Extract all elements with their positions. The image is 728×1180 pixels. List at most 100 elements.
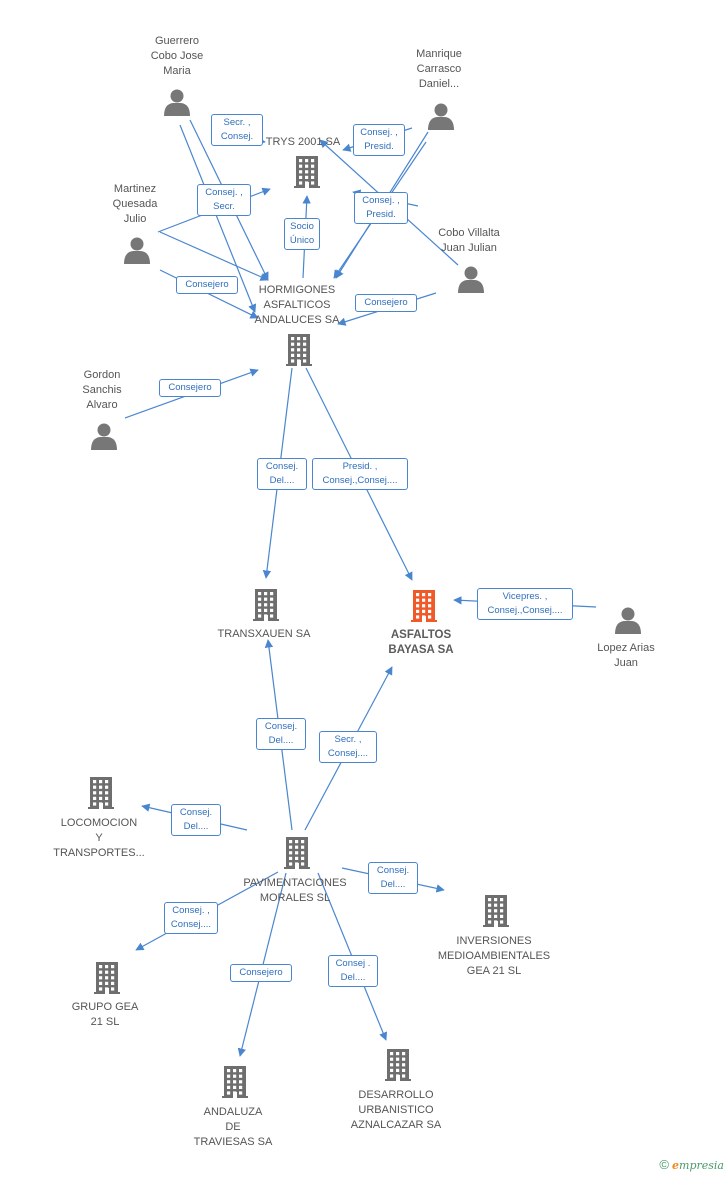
role-label-e11[interactable]: Consej. Del.... — [257, 458, 307, 490]
role-label-line: Consejero — [185, 279, 229, 290]
role-label-e3[interactable]: Consej. ,Secr. — [197, 184, 251, 216]
role-label-line: Consej. — [220, 131, 254, 142]
building-icon[interactable] — [483, 895, 509, 927]
role-label-e4[interactable]: Consej. , Presid. — [354, 192, 408, 224]
role-label-line: Presid. , — [342, 461, 378, 472]
role-label-e13[interactable]: Vicepres. ,Consej.,Consej.... — [477, 588, 573, 620]
node-label-line: GEA 21 SL — [466, 965, 522, 977]
role-label-e9[interactable]: Consejero — [355, 294, 417, 312]
role-label-e10[interactable]: Consejero — [159, 379, 221, 397]
building-icon[interactable] — [222, 1066, 248, 1098]
role-label-line: Presid. — [366, 209, 396, 220]
role-label-line: Consejero — [168, 382, 212, 393]
role-label-line: Del.... — [183, 821, 209, 832]
node-label-line: ANDALUZA — [203, 1106, 263, 1118]
node-label-line: LOCOMOCION — [60, 817, 138, 829]
node-label-line: Juan — [614, 657, 638, 669]
node-label-line: Maria — [163, 65, 191, 77]
node-label-line: DE — [225, 1121, 241, 1133]
person-icon[interactable] — [124, 237, 150, 265]
node-label-line: Gordon — [83, 369, 121, 381]
node-label-andaluza[interactable]: ANDALUZA DE TRAVIESAS SA — [194, 1105, 273, 1150]
role-label-e18[interactable]: Consej. ,Consej.... — [164, 902, 218, 934]
role-label-e20[interactable]: Consej .Del.... — [328, 955, 378, 987]
role-label-line: Secr. , — [334, 734, 362, 745]
person-icon[interactable] — [615, 607, 641, 635]
role-label-e7[interactable]: Consejero — [176, 276, 238, 294]
role-label-line: Consej. , — [205, 187, 243, 198]
role-label-line: Consej. — [179, 807, 213, 818]
node-label-line: DESARROLLO — [358, 1089, 434, 1101]
node-label-line: TRAVIESAS SA — [193, 1136, 273, 1148]
building-icon[interactable] — [253, 589, 279, 621]
node-label-line: AZNALCAZAR SA — [350, 1119, 442, 1131]
node-label-trys[interactable]: TRYS 2001 SA — [266, 135, 340, 150]
node-label-line: BAYASA SA — [388, 644, 454, 656]
role-label-line: Consej.,Consej.... — [322, 475, 398, 486]
node-label-line: INVERSIONES — [456, 935, 532, 947]
icons-layer — [88, 89, 641, 1098]
node-label-line: Lopez Arias — [597, 642, 655, 654]
role-label-line: Consej. — [265, 461, 299, 472]
role-label-line: Consej. — [376, 865, 410, 876]
edge-martinez-to-trys — [159, 231, 269, 281]
node-label-line: 21 SL — [90, 1016, 120, 1028]
role-label-e14[interactable]: Consej. Del.... — [256, 718, 306, 750]
role-label-line: Socio — [290, 221, 314, 232]
person-icon[interactable] — [164, 89, 190, 117]
building-icon[interactable] — [94, 962, 120, 994]
role-label-line: Del.... — [269, 475, 295, 486]
node-label-line: MEDIOAMBIENTALES — [437, 950, 551, 962]
role-label-line: Consej.,Consej.... — [487, 605, 563, 616]
role-label-e16[interactable]: Consej. Del.... — [171, 804, 221, 836]
person-icon[interactable] — [428, 103, 454, 131]
role-label-e1[interactable]: Secr. , Consej. — [211, 114, 263, 146]
role-label-e15[interactable]: Secr. , Consej.... — [319, 731, 377, 763]
role-label-line: Consej.... — [170, 919, 212, 930]
node-label-line: Juan Julian — [441, 242, 497, 254]
node-label-line: Daniel... — [418, 78, 460, 90]
building-icon[interactable] — [411, 590, 437, 622]
person-icon[interactable] — [458, 266, 484, 294]
node-label-inversiones[interactable]: INVERSIONES MEDIOAMBIENTALES GEA 21 SL — [438, 934, 550, 979]
role-label-line: Secr. , — [223, 117, 251, 128]
role-label-e2[interactable]: Consej. ,Presid. — [353, 124, 405, 156]
role-label-e17[interactable]: Consej.Del.... — [368, 862, 418, 894]
role-label-line: Del.... — [268, 735, 294, 746]
node-label-line: GRUPO GEA — [71, 1001, 139, 1013]
node-label-line: TRYS 2001 SA — [265, 136, 341, 148]
building-icon[interactable] — [385, 1049, 411, 1081]
node-label-line: HORMIGONES — [258, 284, 336, 296]
node-label-grupo[interactable]: GRUPO GEA 21 SL — [72, 1000, 139, 1030]
building-icon[interactable] — [88, 777, 114, 809]
node-label-line: PAVIMENTACIONES — [243, 877, 347, 889]
role-label-e19[interactable]: Consejero — [230, 964, 292, 982]
building-icon[interactable] — [286, 334, 312, 366]
role-label-line: Consej. , — [362, 195, 400, 206]
empresia-logo[interactable]: empresia — [672, 1159, 724, 1172]
role-label-line: Consejero — [364, 297, 408, 308]
node-label-line: ANDALUCES SA — [254, 314, 340, 326]
role-label-e12[interactable]: Presid. , Consej.,Consej.... — [312, 458, 408, 490]
node-label-transxauen[interactable]: TRANSXAUEN SA — [218, 627, 311, 642]
role-label-line: Consej.... — [327, 748, 369, 759]
node-label-line: Sanchis — [82, 384, 122, 396]
building-icon[interactable] — [284, 837, 310, 869]
node-label-line: Carrasco — [416, 63, 462, 75]
node-label-line: Alvaro — [86, 399, 118, 411]
building-icon[interactable] — [294, 156, 320, 188]
person-icon[interactable] — [91, 423, 117, 451]
role-label-line: Consej. — [264, 721, 298, 732]
